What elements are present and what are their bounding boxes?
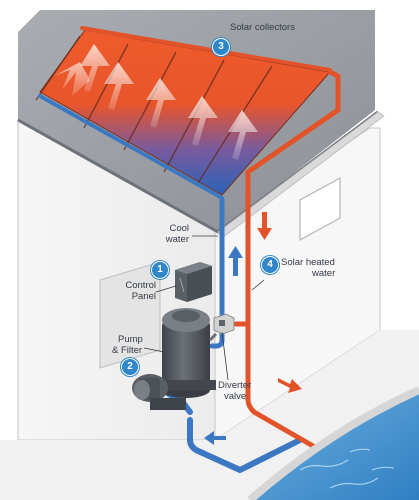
diverter-valve (213, 313, 235, 335)
cool-flow-arrow (228, 246, 243, 276)
cool-water-label-line2: water (165, 234, 189, 245)
solar-heated-pipe (233, 69, 341, 453)
cool-water-label-line1: Cool (169, 223, 189, 234)
pump-filter-label-line2: & Filter (112, 345, 143, 356)
filter-tank (156, 308, 216, 398)
solar-heated-leader (251, 279, 265, 291)
solar-heated-label-line1: Solar heated (281, 257, 335, 268)
flow-arrows (204, 212, 302, 445)
diverter-leader (221, 331, 229, 381)
control-panel-label-line2: Panel (131, 291, 156, 302)
house-window (299, 176, 341, 242)
pool-intake-arrow (204, 431, 226, 445)
pump-filter-label-line1: Pump (118, 334, 143, 345)
control-panel-box (175, 262, 212, 302)
hot-flow-arrow (257, 212, 272, 240)
pool-water (250, 390, 419, 500)
panel-flow-arrow (188, 96, 218, 146)
pool (247, 386, 419, 500)
pump-filter-leader (143, 347, 165, 353)
panel-flow-arrow (104, 62, 134, 110)
solar-heated-label-line2: water (312, 268, 336, 279)
panel-flow-arrow (80, 44, 110, 92)
pump (132, 374, 186, 410)
panel-flow-arrow (228, 110, 258, 160)
control-panel-leader (155, 285, 177, 293)
solar-collectors-label: Solar collectors (230, 22, 295, 33)
equipment (99, 261, 235, 410)
diverter-valve-label-line1: Diverter (218, 380, 252, 391)
callout-badge-4: 4 (261, 256, 279, 274)
diverter-valve-label-line2: valve (224, 391, 247, 402)
panel-flow-arrow (146, 78, 176, 128)
callout-badge-2: 2 (121, 358, 139, 376)
callout-badge-1: 1 (151, 261, 169, 279)
hot-return-arrow (278, 378, 302, 393)
control-panel-label-line1: Control (125, 280, 156, 291)
leader-lines (143, 235, 265, 381)
callout-badge-3: 3 (212, 38, 230, 56)
